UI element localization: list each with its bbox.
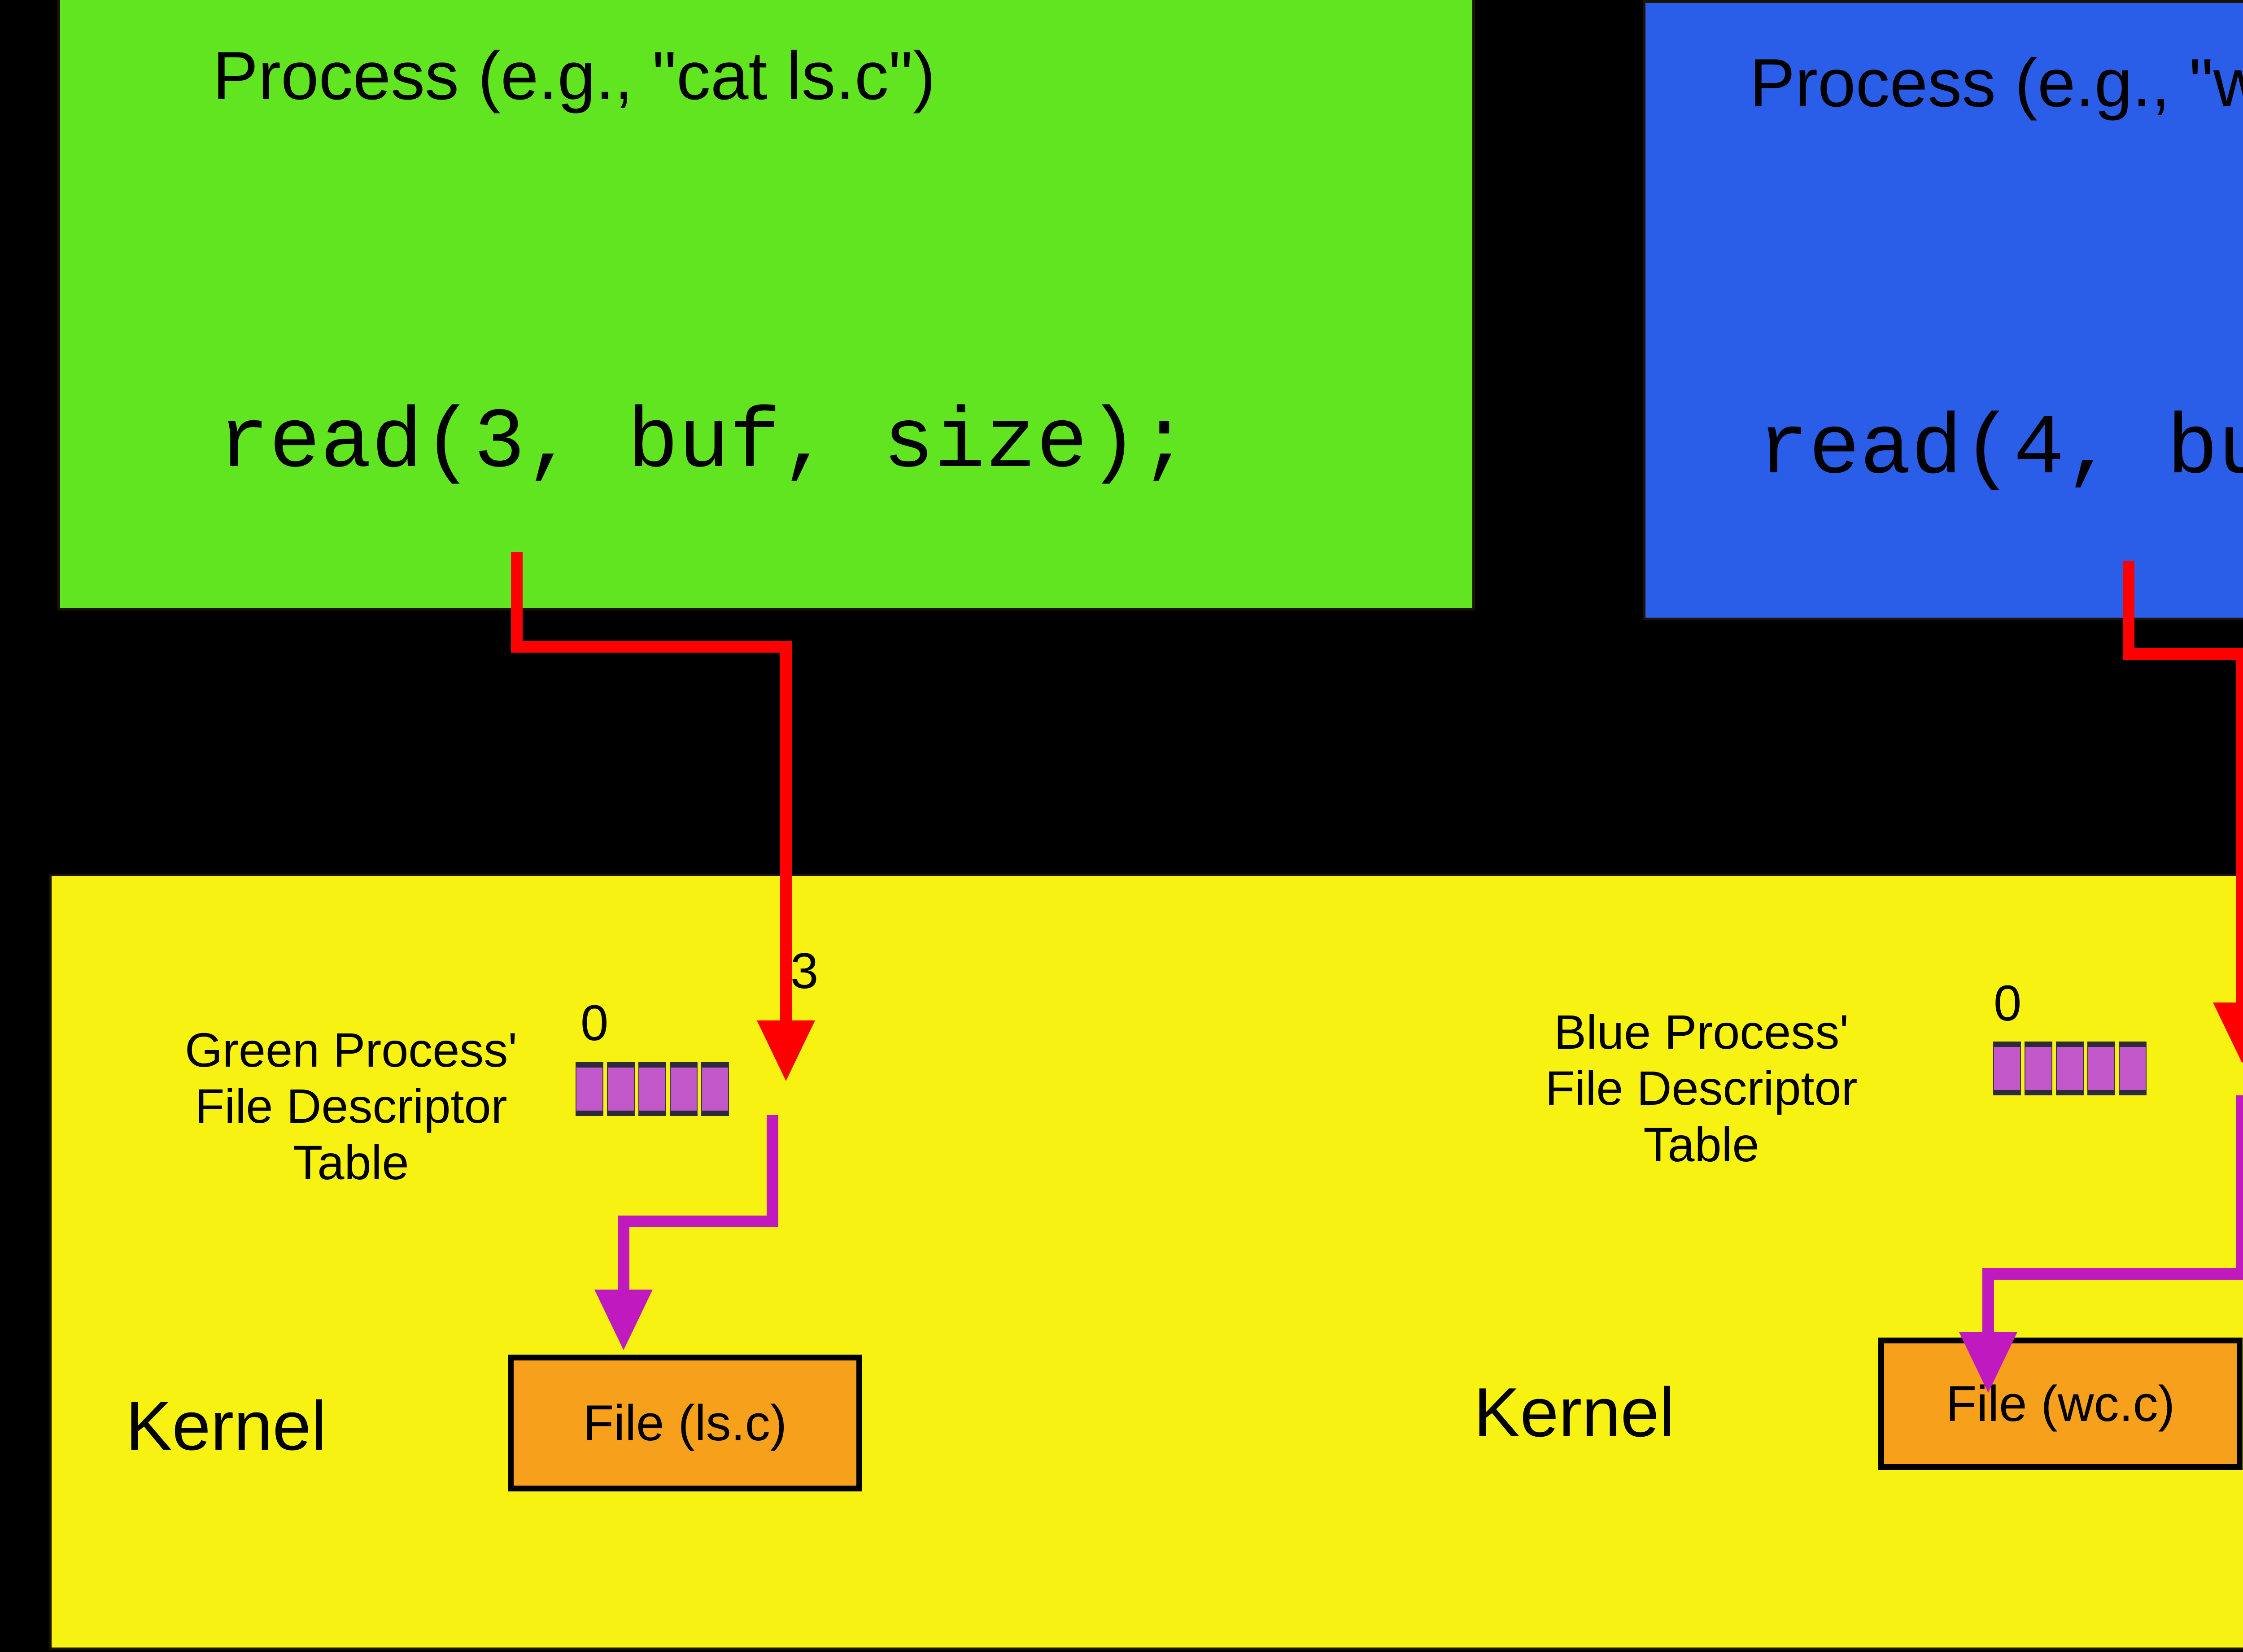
blue-fd-index-first: 0 — [1994, 975, 2022, 1031]
green-fd-cell-3 — [670, 1062, 698, 1116]
blue-fd-table-label: Blue Process' File Descriptor Table — [1545, 1005, 1858, 1172]
green-fd-index-first: 0 — [580, 995, 609, 1051]
blue-process-code: read(4, buf, size); — [1758, 402, 2243, 498]
kernel-label-right: Kernel — [1474, 1373, 1675, 1451]
kernel-box — [49, 874, 2243, 1650]
blue-fd-cell-0 — [1993, 1042, 2021, 1095]
blue-fd-cell-3 — [2087, 1042, 2115, 1095]
file-box-wc-c: File (wc.c) — [1878, 1338, 2243, 1470]
file-box-ls-c: File (ls.c) — [508, 1355, 862, 1491]
green-fd-cell-2 — [638, 1062, 666, 1116]
kernel-label-left: Kernel — [126, 1387, 327, 1465]
green-fd-table-label: Green Process' File Descriptor Table — [185, 1023, 517, 1190]
blue-fd-cell-1 — [2025, 1042, 2052, 1095]
blue-process-title: Process (e.g., "wc -l wc.c") — [1750, 45, 2243, 121]
blue-fd-cell-4 — [2119, 1042, 2147, 1095]
green-fd-cell-4 — [701, 1062, 729, 1116]
green-fd-cell-1 — [607, 1062, 635, 1116]
green-process-code: read(3, buf, size); — [218, 396, 1190, 492]
green-process-box: Process (e.g., "cat ls.c") read(3, buf, … — [57, 0, 1475, 610]
green-process-title: Process (e.g., "cat ls.c") — [213, 38, 936, 114]
blue-fd-table — [1993, 1042, 2147, 1095]
green-fd-index-selected: 3 — [790, 943, 819, 999]
blue-process-box: Process (e.g., "wc -l wc.c") read(4, buf… — [1643, 0, 2243, 620]
blue-fd-cell-2 — [2056, 1042, 2084, 1095]
green-fd-cell-0 — [576, 1062, 603, 1116]
green-fd-table — [576, 1062, 729, 1116]
